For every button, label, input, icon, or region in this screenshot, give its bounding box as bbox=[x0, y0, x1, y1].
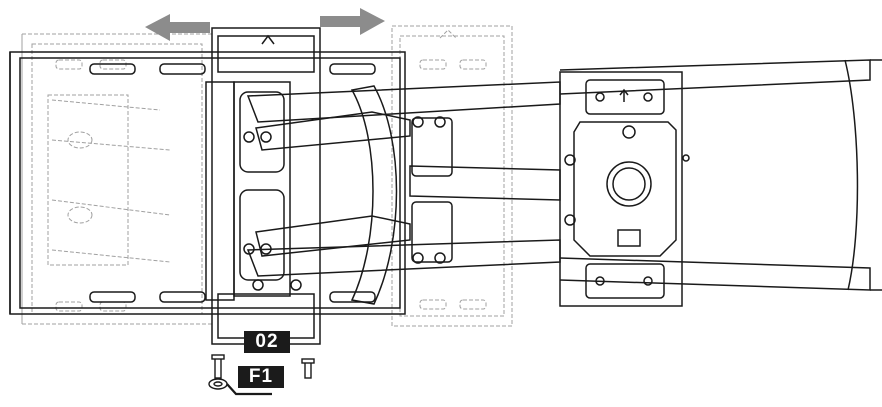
washer-icon bbox=[208, 378, 228, 390]
wall-rail bbox=[559, 59, 882, 291]
wall-plate bbox=[559, 71, 690, 307]
left-arrow-icon bbox=[145, 14, 210, 41]
vertical-plate bbox=[205, 27, 321, 345]
part-label-02: 02 bbox=[244, 331, 290, 353]
arm-assembly bbox=[243, 81, 561, 305]
part-label-f1: F1 bbox=[238, 366, 284, 388]
hex-key-icon bbox=[226, 383, 272, 396]
ghost-bracket-left bbox=[21, 33, 213, 325]
right-arrow-icon bbox=[320, 8, 385, 35]
tv-bracket bbox=[9, 51, 406, 315]
up-arrow-icon bbox=[619, 88, 629, 102]
screw-icon bbox=[211, 354, 315, 379]
